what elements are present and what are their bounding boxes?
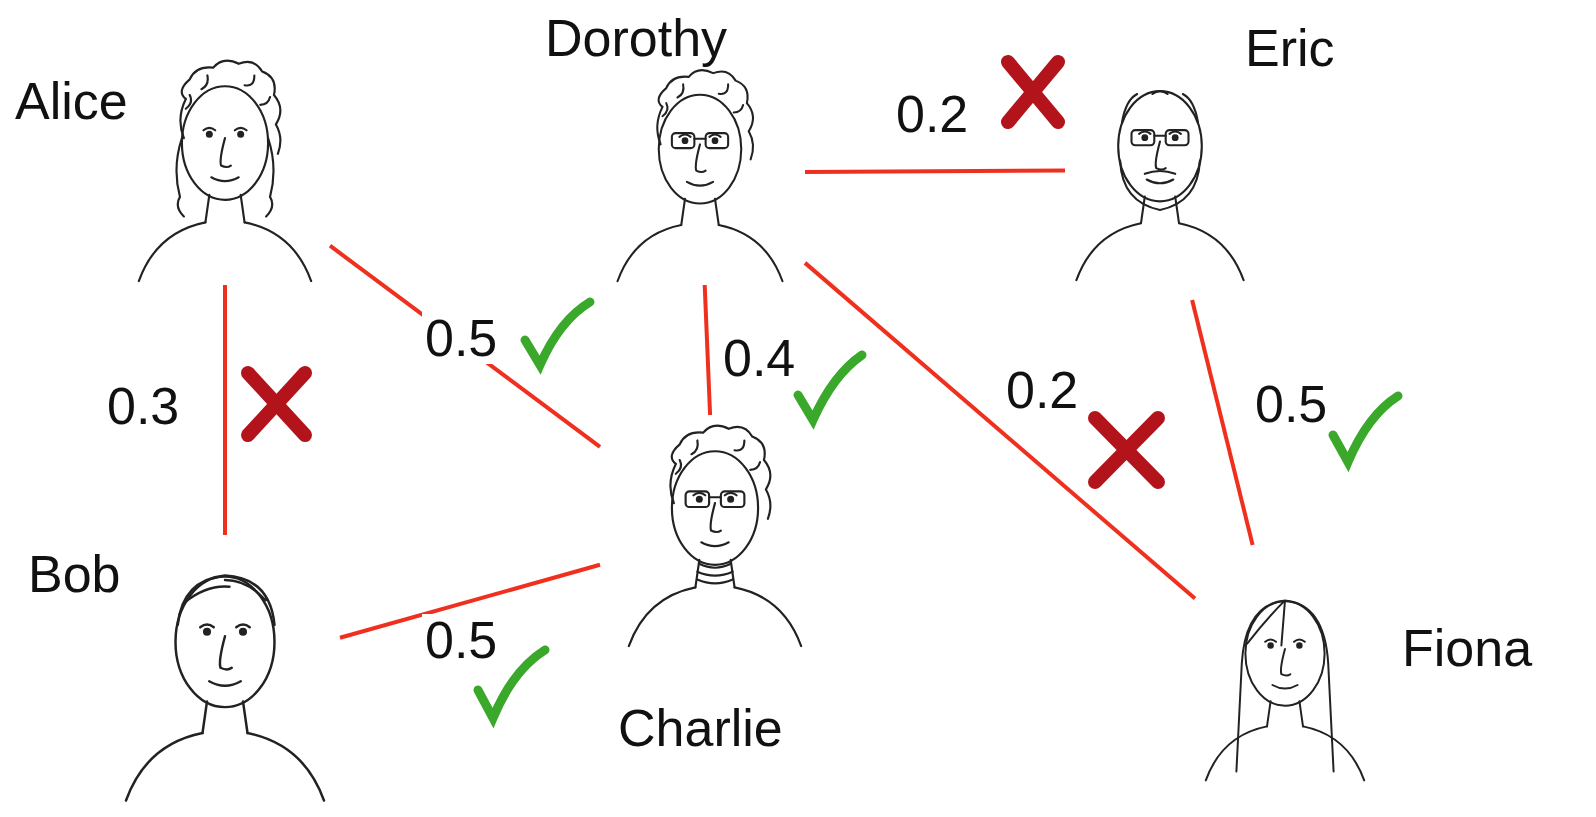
check-mark xyxy=(1333,396,1398,462)
edge-weight: 0.4 xyxy=(720,332,798,384)
edge-weight: 0.3 xyxy=(104,380,182,432)
edge-weight: 0.5 xyxy=(422,312,500,364)
person-node: Bob xyxy=(110,535,340,805)
relation-line xyxy=(1192,300,1253,545)
cross-mark xyxy=(248,373,305,435)
check-mark xyxy=(525,302,590,365)
person-sketch xyxy=(120,50,330,285)
relation-line xyxy=(223,285,227,535)
cross-mark xyxy=(1095,418,1158,482)
person-name: Alice xyxy=(15,75,128,127)
person-sketch xyxy=(600,415,830,650)
person-name: Fiona xyxy=(1402,622,1532,674)
person-name: Eric xyxy=(1245,22,1335,74)
edge-weight: 0.2 xyxy=(893,88,971,140)
cross-mark xyxy=(1008,62,1058,122)
person-node: Dorothy xyxy=(595,60,805,285)
edge-weight: 0.2 xyxy=(1003,364,1081,416)
person-name: Charlie xyxy=(618,702,783,754)
edge-weight: 0.5 xyxy=(422,614,500,666)
person-sketch xyxy=(1195,545,1375,807)
person-name: Bob xyxy=(28,548,121,600)
person-name: Dorothy xyxy=(545,12,727,64)
relation-line xyxy=(805,171,1065,172)
person-node: Alice xyxy=(120,50,330,285)
relation-line xyxy=(705,285,710,415)
person-sketch xyxy=(1065,40,1255,300)
relation-line xyxy=(805,263,1195,599)
person-sketch xyxy=(595,60,805,285)
relation-line xyxy=(330,246,600,447)
person-node: Eric xyxy=(1065,40,1255,300)
edge-weight: 0.5 xyxy=(1252,378,1330,430)
person-node: Fiona xyxy=(1195,545,1375,807)
check-mark xyxy=(798,355,862,420)
person-sketch xyxy=(110,535,340,805)
person-node: Charlie xyxy=(600,415,830,650)
